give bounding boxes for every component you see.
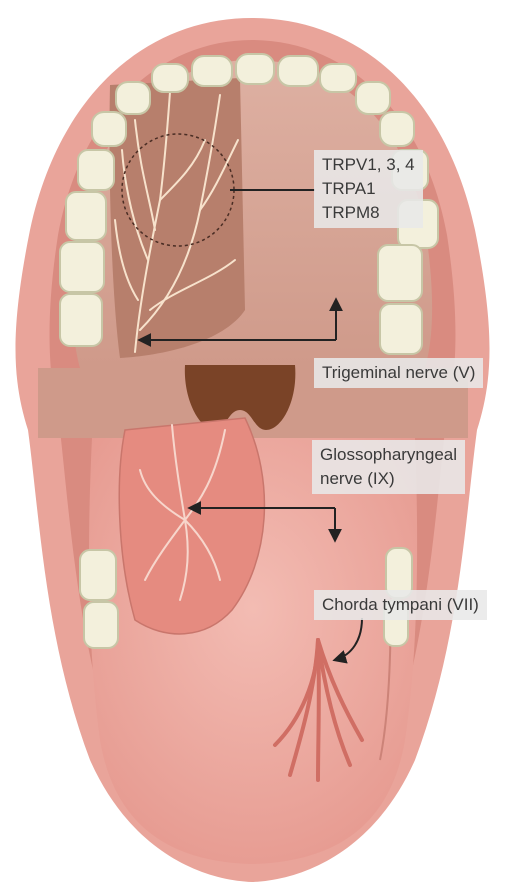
trigeminal-label: Trigeminal nerve (V) (314, 358, 483, 388)
chorda-tympani-label: Chorda tympani (VII) (314, 590, 487, 620)
chorda-tympani-label-text: Chorda tympani (VII) (322, 593, 479, 617)
glossopharyngeal-label-line-1: Glossopharyngeal (320, 443, 457, 467)
receptor-label-line-2: TRPA1 (322, 177, 415, 201)
receptor-label-line-3: TRPM8 (322, 201, 415, 225)
glossopharyngeal-label: Glossopharyngeal nerve (IX) (312, 440, 465, 494)
receptor-label-line-1: TRPV1, 3, 4 (322, 153, 415, 177)
receptor-label: TRPV1, 3, 4 TRPA1 TRPM8 (314, 150, 423, 228)
trigeminal-label-text: Trigeminal nerve (V) (322, 361, 475, 385)
glossopharyngeal-label-line-2: nerve (IX) (320, 467, 457, 491)
